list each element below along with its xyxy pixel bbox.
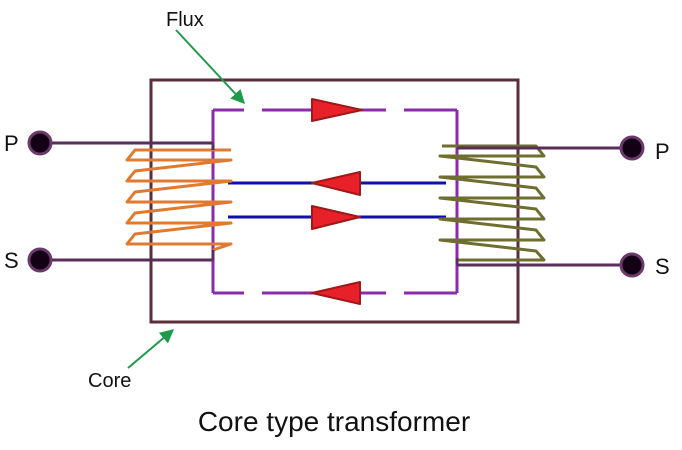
terminal-label-secondary-right: S (655, 254, 670, 279)
flux-path (211, 108, 459, 295)
secondary-coil (438, 144, 546, 262)
core-label: Core (88, 370, 131, 392)
flux-label: Flux (166, 9, 204, 31)
terminals (27, 130, 645, 278)
flux-direction-arrows (311, 98, 363, 305)
flux-arrow-bottom-left (311, 281, 361, 305)
terminal-primary-right (619, 135, 645, 161)
terminal-label-secondary-left: S (4, 248, 19, 273)
terminal-primary-left (27, 130, 53, 156)
flux-arrow-upper-left (311, 171, 361, 196)
flux-pointer-arrow (175, 29, 245, 105)
core-pointer-arrow (127, 329, 175, 369)
terminal-label-primary-right: P (655, 139, 670, 164)
terminal-secondary-right (619, 252, 645, 278)
flux-arrow-lower-right (311, 205, 361, 230)
primary-coil (125, 148, 233, 252)
diagram-caption: Core type transformer (198, 406, 470, 437)
terminal-secondary-left (27, 247, 53, 273)
lead-wires (40, 141, 632, 267)
terminal-label-primary-left: P (4, 131, 19, 156)
flux-arrow-top-right (311, 98, 363, 122)
